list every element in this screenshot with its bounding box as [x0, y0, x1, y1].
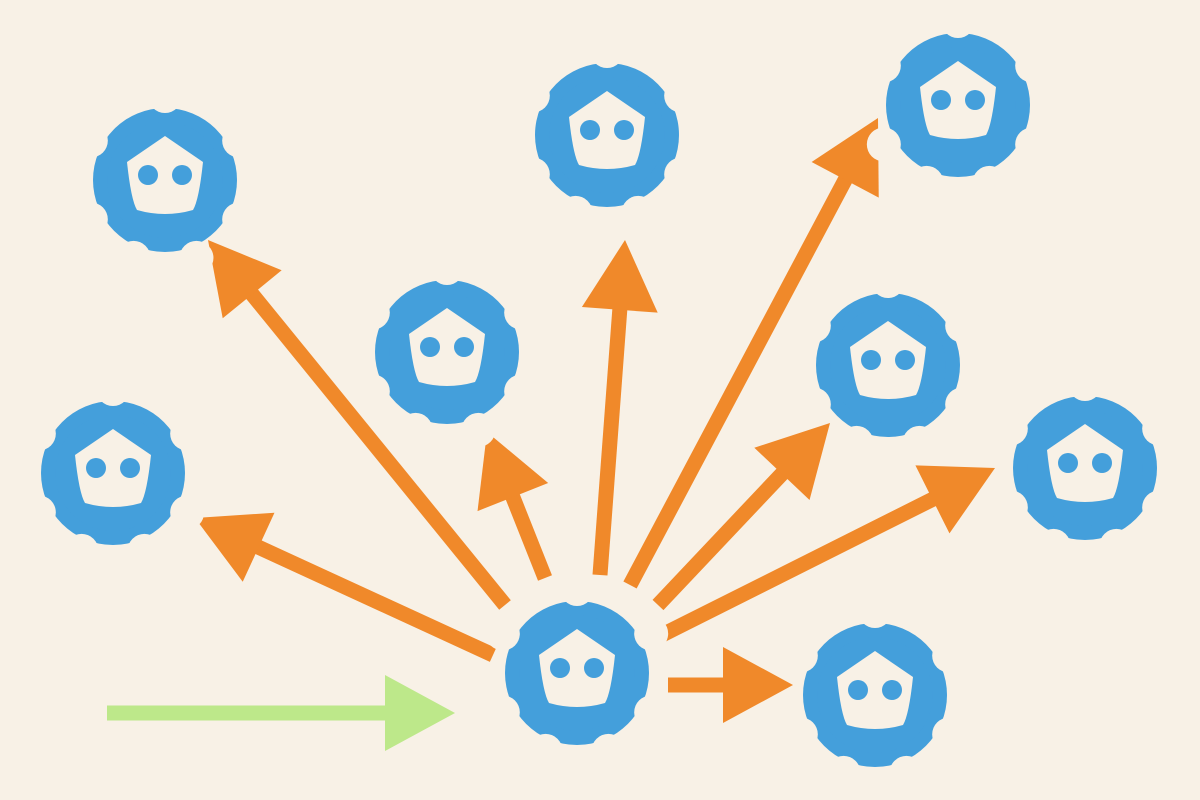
gear-robot-icon	[796, 264, 980, 460]
robot-face	[1047, 424, 1123, 502]
robot-eye	[550, 658, 570, 678]
robot-face	[539, 629, 615, 707]
robot-face	[409, 308, 485, 386]
robot-eye	[965, 90, 985, 110]
robot-face	[850, 321, 926, 399]
robot-face	[920, 61, 996, 139]
outgoing-arrow-icon	[581, 240, 658, 576]
robot-face	[837, 651, 913, 729]
robot-eye	[614, 120, 634, 140]
gear-robot-icon	[21, 372, 205, 568]
robot-eye	[172, 165, 192, 185]
robot-eye	[882, 680, 902, 700]
outgoing-arrow-icon	[477, 432, 552, 581]
arrow-head	[811, 118, 879, 198]
robot-eye	[584, 658, 604, 678]
arrow-shaft	[658, 491, 938, 642]
outgoing-arrow-icon	[208, 240, 511, 610]
gear-robot-icon	[485, 572, 669, 768]
gear-robot-icon	[993, 367, 1177, 563]
robot-eye	[1058, 453, 1078, 473]
robot-face	[127, 136, 203, 214]
robot-eye	[138, 165, 158, 185]
robot-eye	[931, 90, 951, 110]
robot-eye	[861, 350, 881, 370]
arrow-shaft	[592, 307, 628, 576]
arrow-shaft	[505, 492, 552, 581]
gear-robot-icon	[73, 79, 257, 275]
robot-eye	[86, 458, 106, 478]
robot-eye	[120, 458, 140, 478]
gear-robot-icon	[783, 594, 967, 790]
outgoing-arrow-icon	[652, 423, 830, 611]
arrow-head	[754, 423, 830, 500]
robot-eye	[420, 337, 440, 357]
robot-face	[75, 429, 151, 507]
arrow-head	[477, 432, 549, 512]
robot-eye	[1092, 453, 1112, 473]
outgoing-arrow-icon	[668, 647, 793, 723]
arrow-head	[581, 240, 658, 313]
robot-eye	[454, 337, 474, 357]
arrow-shaft	[245, 288, 511, 610]
arrow-head	[723, 647, 793, 723]
robot-eye	[895, 350, 915, 370]
outgoing-arrow-icon	[195, 512, 497, 662]
arrows	[107, 118, 995, 751]
arrow-shaft	[253, 539, 497, 662]
gear-robot-icon	[866, 4, 1050, 200]
arrow-head	[195, 512, 275, 582]
gear-robot-icon	[355, 251, 539, 447]
arrow-head	[385, 675, 455, 751]
outgoing-arrow-icon	[623, 118, 879, 589]
arrow-shaft	[652, 467, 789, 611]
arrow-head	[208, 240, 282, 319]
gear-robot-icon	[515, 34, 699, 230]
robot-eye	[580, 120, 600, 140]
arrow-shaft	[623, 174, 853, 589]
robots	[21, 4, 1177, 790]
outgoing-arrow-icon	[658, 465, 995, 642]
arrow-head	[915, 465, 995, 534]
incoming-arrow-icon	[107, 675, 455, 751]
robot-face	[569, 91, 645, 169]
robot-eye	[848, 680, 868, 700]
